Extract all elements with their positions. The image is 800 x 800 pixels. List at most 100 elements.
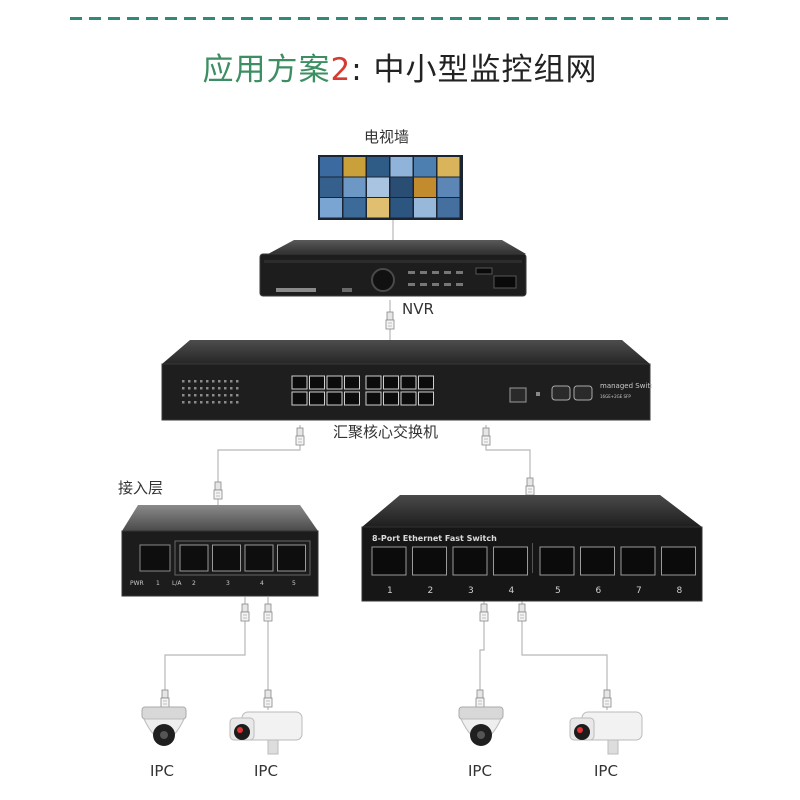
status-led — [188, 394, 191, 397]
core-switch-label: 汇聚核心交换机 — [333, 423, 439, 441]
small-switch-port — [244, 544, 274, 572]
large-switch-port — [580, 546, 615, 576]
wire-core-large-switch — [485, 425, 531, 500]
core-switch-port — [309, 391, 325, 406]
large-switch-port-number: 4 — [509, 586, 515, 596]
core-switch-brand: managed Switch — [600, 382, 652, 390]
status-led — [236, 387, 239, 390]
core-switch-port — [383, 375, 399, 390]
status-led — [224, 401, 227, 404]
cable-connectors — [160, 311, 612, 708]
access-layer-label: 接入层 — [118, 479, 164, 497]
wire-core-small-switch — [217, 425, 301, 505]
status-led — [236, 394, 239, 397]
small-switch-la-label: L/A — [172, 580, 182, 587]
small-switch-port — [277, 544, 306, 572]
wire-large-ipc-3 — [479, 600, 485, 705]
status-led — [230, 387, 233, 390]
large-switch-title: 8-Port Ethernet Fast Switch — [372, 534, 497, 543]
tv-screen-tile — [437, 177, 460, 197]
tv-screen-tile — [343, 177, 366, 197]
status-led — [200, 394, 203, 397]
small-switch-uplink-port — [139, 544, 171, 572]
rj45-connector — [525, 477, 535, 496]
core-switch-port — [400, 375, 417, 390]
tv-screen-tile — [343, 157, 366, 177]
large-switch-port — [661, 546, 696, 576]
large-switch-port-number: 1 — [387, 586, 393, 596]
large-switch-port — [539, 546, 575, 576]
large-switch-port — [452, 546, 488, 576]
status-led — [212, 387, 215, 390]
core-switch-port — [383, 391, 399, 406]
core-switch-port — [418, 375, 434, 390]
status-led — [224, 380, 227, 383]
core-switch-port — [418, 391, 434, 406]
tv-screen-tile — [367, 177, 389, 197]
large-switch-port-number: 6 — [596, 586, 602, 596]
tv-screen-tile — [320, 177, 342, 197]
ipc-label-4: IPC — [594, 762, 618, 780]
status-led — [224, 394, 227, 397]
large-switch-port-number: 5 — [555, 586, 561, 596]
status-led — [218, 387, 221, 390]
title-number: 2 — [330, 52, 352, 88]
rj45-connector — [213, 481, 223, 500]
core-switch-port — [365, 375, 382, 390]
status-led — [194, 401, 197, 404]
status-led — [200, 401, 203, 404]
status-led — [194, 387, 197, 390]
large-switch-port — [493, 546, 528, 576]
tv-screen-tile — [414, 157, 436, 177]
large-switch-port-number: 3 — [468, 586, 474, 596]
core-switch-device: managed Switch 16GE+2GE SFP — [161, 340, 652, 421]
tv-screen-tile — [390, 198, 413, 218]
status-led — [182, 401, 185, 404]
status-led — [188, 380, 191, 383]
status-led — [212, 394, 215, 397]
status-led — [206, 387, 209, 390]
small-switch-port — [179, 544, 209, 572]
small-switch-pwr-label: PWR — [130, 580, 144, 587]
tv-screen-tile — [390, 177, 413, 197]
core-switch-port — [400, 391, 417, 406]
tv-screen-tile — [414, 198, 436, 218]
large-switch-port — [371, 546, 407, 576]
status-led — [200, 387, 203, 390]
status-led — [230, 380, 233, 383]
rj45-connector — [263, 603, 273, 622]
wire-small-ipc-1 — [164, 597, 246, 705]
status-led — [194, 394, 197, 397]
large-switch-port — [620, 546, 656, 576]
status-led — [218, 401, 221, 404]
small-switch-port-2-label: 2 — [192, 580, 196, 587]
small-switch-port-3-label: 3 — [226, 580, 230, 587]
status-led — [212, 401, 215, 404]
dome-camera-2 — [458, 706, 504, 746]
core-switch-port — [291, 391, 308, 406]
status-led — [206, 401, 209, 404]
status-led — [188, 387, 191, 390]
rj45-connector — [385, 311, 395, 330]
tv-screen-tile — [343, 198, 366, 218]
status-led — [230, 401, 233, 404]
tv-screen-tile — [390, 157, 413, 177]
bullet-camera-1 — [229, 711, 303, 755]
small-switch-device: PWR 1 L/A 2 3 4 5 — [121, 505, 319, 597]
status-led — [218, 380, 221, 383]
core-switch-model: 16GE+2GE SFP — [600, 394, 631, 399]
title-suffix: : 中小型监控组网 — [351, 52, 598, 88]
rj45-connector — [263, 689, 273, 708]
core-switch-port — [344, 375, 360, 390]
wire-large-ipc-4 — [521, 600, 608, 710]
ipc-label-1: IPC — [150, 762, 174, 780]
tv-wall-image — [318, 155, 463, 220]
ipc-label-2: IPC — [254, 762, 278, 780]
core-switch-port — [309, 375, 325, 390]
page-title: 应用方案2: 中小型监控组网 — [0, 44, 800, 89]
status-led — [200, 380, 203, 383]
status-led — [236, 380, 239, 383]
core-switch-port — [326, 375, 343, 390]
small-switch-port — [212, 544, 241, 572]
